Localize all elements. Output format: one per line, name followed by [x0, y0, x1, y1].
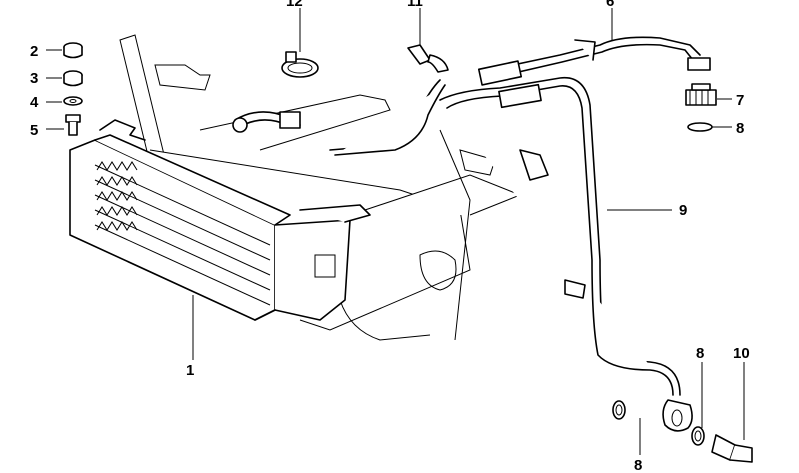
union-fitting-part	[685, 57, 717, 106]
callout-5: 5	[30, 122, 38, 139]
seal-ring-right	[691, 426, 705, 446]
bolt-part	[65, 114, 81, 136]
seal-ring-left	[612, 400, 626, 420]
callout-9: 9	[679, 202, 687, 219]
hose-clamp-12	[281, 51, 319, 78]
oil-line-left	[232, 111, 301, 133]
callout-3: 3	[30, 70, 38, 87]
callout-8-upper: 8	[736, 120, 744, 137]
leader-lines	[46, 8, 745, 455]
callout-10: 10	[733, 345, 750, 362]
hose-clamp-11	[407, 44, 449, 73]
line-bracket	[564, 39, 596, 299]
callout-11: 11	[407, 0, 423, 10]
callout-labels: 2 3 4 5 1 12 11 6 7 8 9 8 10 8	[30, 0, 750, 473]
callout-7: 7	[736, 92, 744, 109]
oil-cooler	[69, 119, 371, 321]
callout-8-lower-left: 8	[634, 457, 642, 473]
seal-ring-upper	[687, 122, 713, 132]
banjo-bolt	[711, 434, 753, 463]
washer-part	[63, 96, 83, 106]
grommet-part	[63, 42, 83, 59]
callout-8-lower-right: 8	[696, 345, 704, 362]
bushing-part	[63, 70, 83, 87]
oil-line-lower	[439, 76, 681, 396]
hardware-stack	[63, 42, 83, 136]
callout-6: 6	[606, 0, 614, 10]
cooler-fins	[94, 161, 271, 306]
callout-2: 2	[30, 43, 38, 60]
callout-1: 1	[186, 362, 194, 379]
callout-4: 4	[30, 94, 39, 111]
callout-12: 12	[286, 0, 303, 10]
banjo-fitting	[662, 399, 693, 432]
